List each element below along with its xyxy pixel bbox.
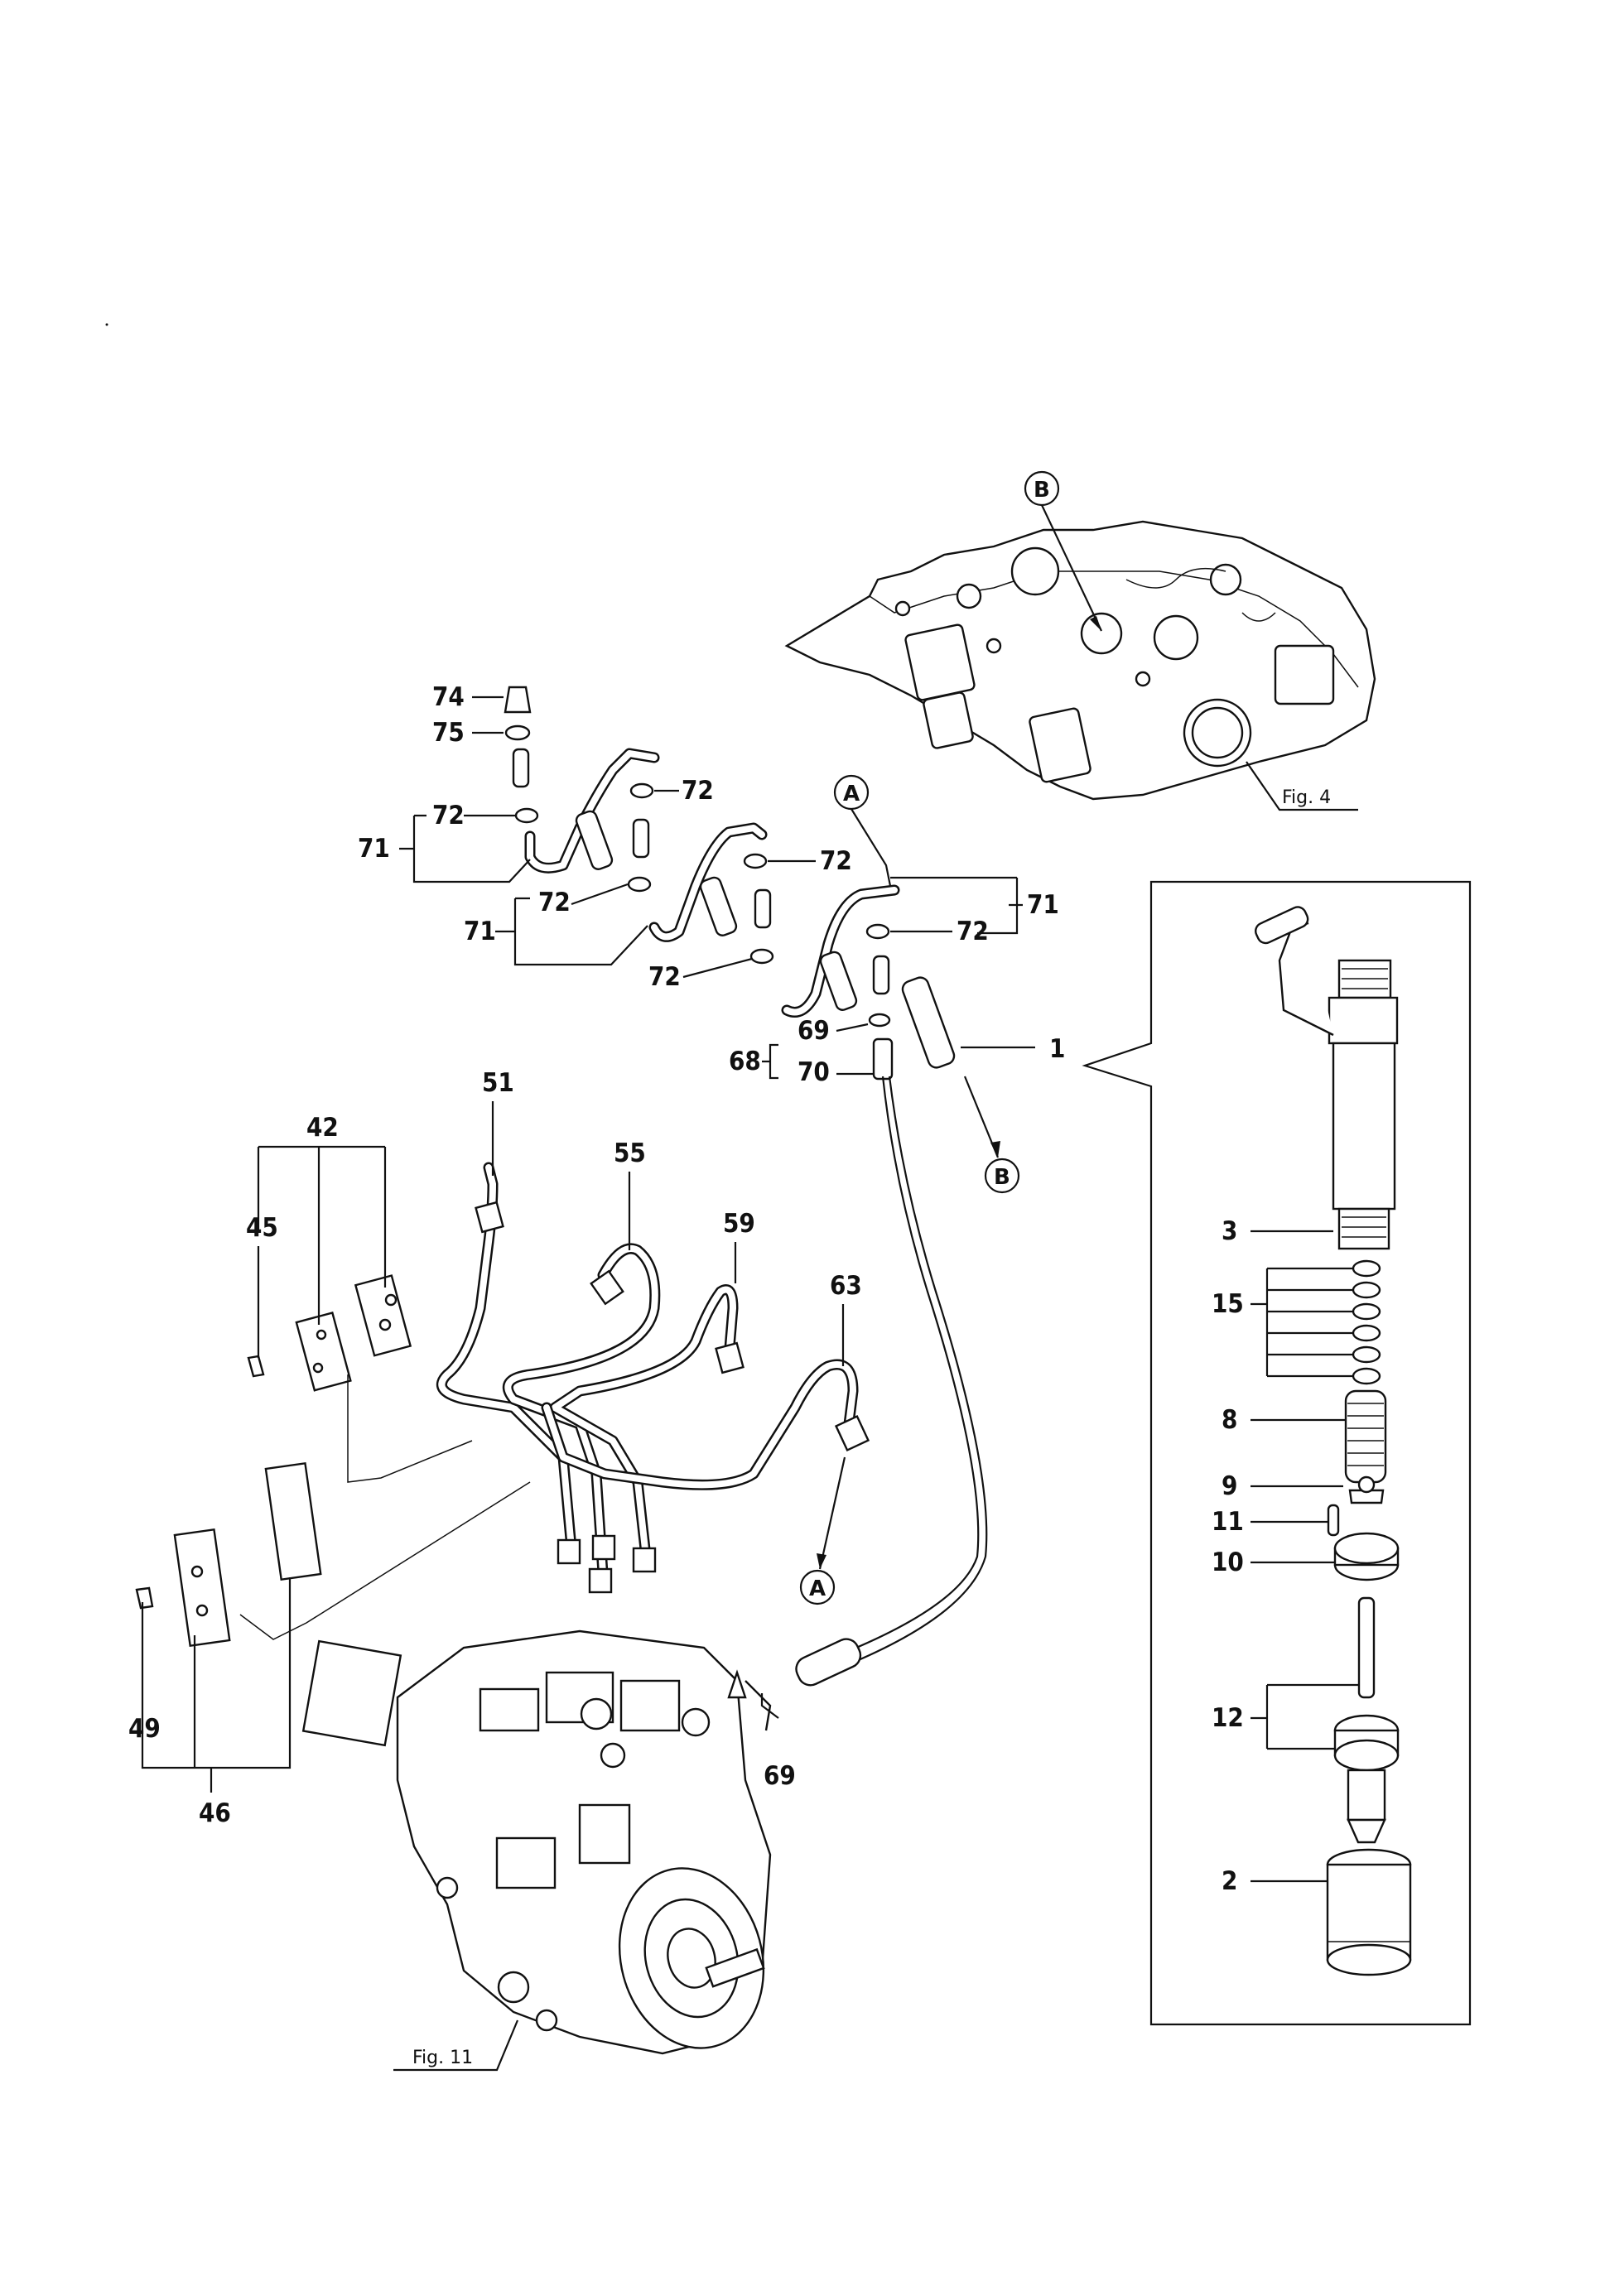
callout-72-e: 72: [648, 962, 681, 992]
leader-lines: [141, 696, 1359, 1883]
callout-9: 9: [1222, 1471, 1237, 1501]
callout-70: 70: [798, 1057, 830, 1087]
marker-b-top-arrow: [1041, 504, 1102, 632]
callout-49: 49: [128, 1714, 161, 1744]
callout-59: 59: [723, 1209, 755, 1239]
callout-2: 2: [1222, 1866, 1237, 1896]
marker-b-bottom: [984, 1158, 1020, 1194]
callout-75: 75: [432, 718, 465, 748]
injection-pump-drawing: [301, 1629, 862, 2055]
callout-71-a: 71: [358, 834, 390, 864]
callout-68: 68: [729, 1047, 761, 1076]
callout-11: 11: [1212, 1507, 1244, 1537]
injector-detail-box: [1082, 880, 1472, 2026]
callout-72-b: 72: [682, 776, 714, 806]
injection-pipes-upper: [504, 686, 956, 1081]
callout-8: 8: [1222, 1405, 1237, 1435]
cylinder-head-drawing: [784, 520, 1376, 801]
return-hose: [819, 1076, 980, 1665]
fig11-label: Fig. 11: [412, 2048, 473, 2068]
callout-72-d: 72: [538, 888, 571, 917]
callout-labels: 74 75 72 71 72 72 72 71 72 72 71 69 68 7…: [128, 682, 1244, 1896]
marker-b-bottom-text: B: [994, 1165, 1010, 1190]
callout-15: 15: [1212, 1289, 1244, 1319]
marker-b-top-text: B: [1034, 478, 1050, 503]
callout-74: 74: [432, 682, 465, 712]
callout-71-c: 71: [1027, 890, 1059, 920]
callout-51: 51: [482, 1068, 514, 1098]
callout-1: 1: [1049, 1034, 1065, 1064]
injection-pipes-lower: [436, 1162, 870, 1594]
fig4-label: Fig. 4: [1282, 787, 1331, 808]
callout-10: 10: [1212, 1548, 1244, 1577]
fig4-leader: [1246, 761, 1358, 811]
callout-42: 42: [306, 1113, 339, 1143]
callout-55: 55: [614, 1138, 646, 1168]
callout-72-a: 72: [432, 801, 465, 830]
callout-46: 46: [199, 1798, 231, 1828]
callout-69-a: 69: [798, 1016, 830, 1046]
callout-69-b: 69: [764, 1761, 796, 1791]
marker-a-bottom-text: A: [809, 1576, 826, 1601]
pipe-clamps: [135, 1274, 531, 1648]
callout-3: 3: [1222, 1216, 1237, 1246]
callout-72-f: 72: [957, 917, 989, 946]
marker-a-bottom: [799, 1569, 836, 1605]
callout-72-c: 72: [820, 846, 852, 876]
callout-71-b: 71: [464, 917, 496, 946]
callout-63: 63: [830, 1271, 862, 1301]
marker-a-top-text: A: [843, 782, 860, 806]
stray-dot: [105, 323, 108, 326]
fig11-leader: [393, 2019, 519, 2072]
callout-12: 12: [1212, 1703, 1244, 1733]
callout-45: 45: [246, 1213, 278, 1243]
